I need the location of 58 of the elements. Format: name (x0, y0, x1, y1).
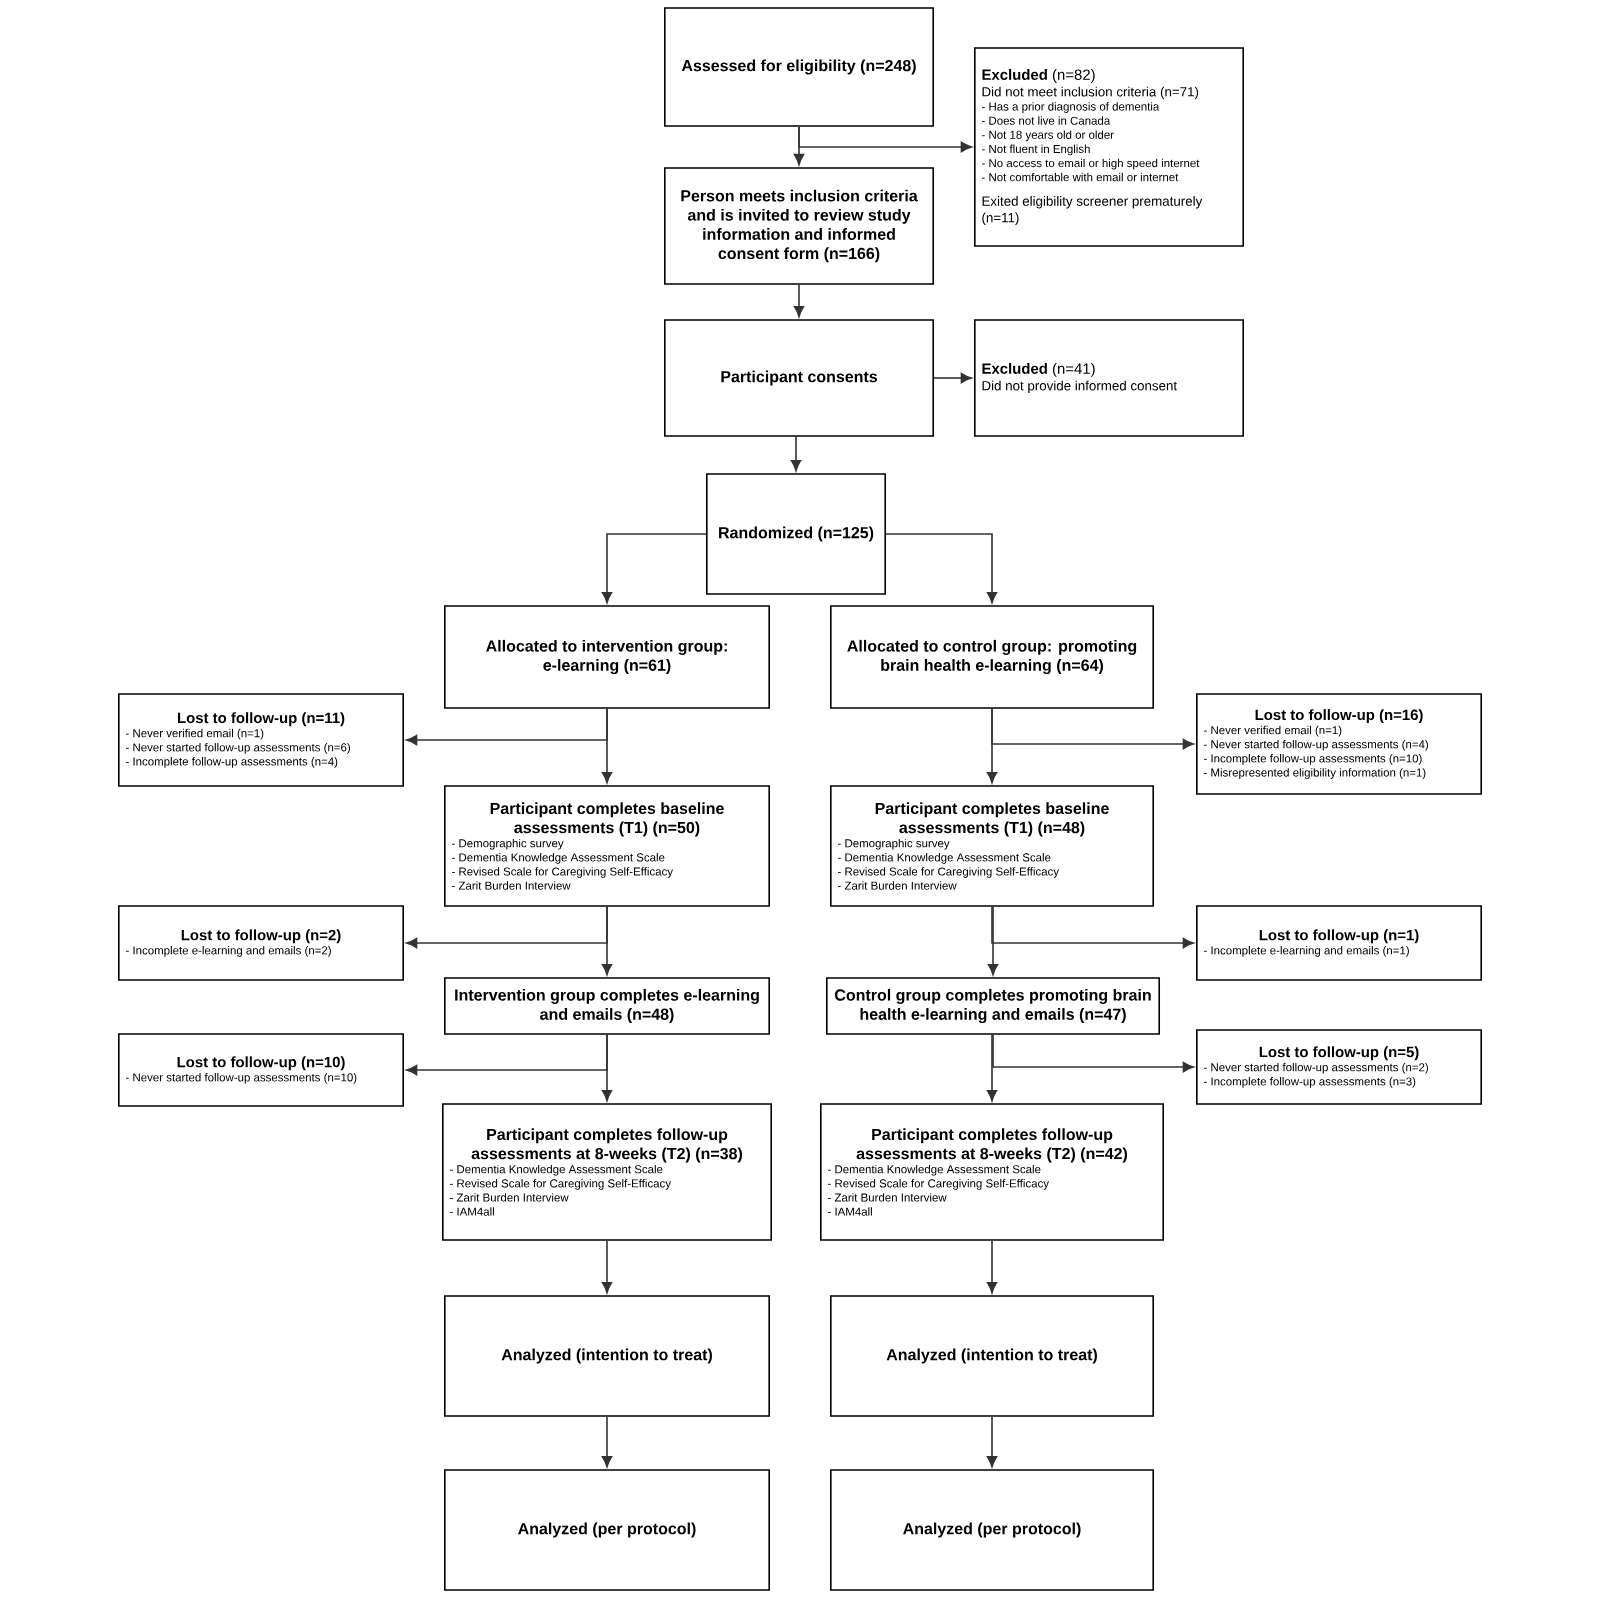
arrow (991, 906, 1195, 949)
flow-box (664, 167, 934, 285)
flow-box (830, 1469, 1154, 1591)
flow-box (830, 605, 1154, 709)
arrow (601, 533, 707, 604)
box-heading: Analyzed (per protocol) (518, 1522, 696, 1538)
arrow (933, 372, 973, 384)
flow-box (664, 319, 934, 437)
arrow (986, 1240, 998, 1294)
arrow (987, 906, 999, 976)
box-heading: Allocated to intervention group: e-learning (n=61) (486, 639, 727, 675)
flow-box (664, 7, 934, 127)
arrow (885, 533, 998, 604)
exclusion-box (118, 905, 404, 981)
box-heading: Analyzed (intention to treat) (886, 1348, 1097, 1364)
arrow (992, 1034, 1195, 1073)
arrow (601, 1240, 613, 1294)
box-heading: Analyzed (intention to treat) (501, 1348, 712, 1364)
exclusion-box (118, 693, 404, 787)
arrow (406, 906, 608, 949)
flow-box (830, 785, 1154, 907)
arrow (790, 436, 802, 472)
flow-box (442, 1103, 772, 1241)
arrow (601, 1416, 613, 1468)
flow-box (706, 473, 886, 595)
arrow (991, 708, 1195, 750)
exclusion-box (974, 319, 1244, 437)
box-heading: Participant completes baseline assessments (T1) (n=50) (490, 802, 724, 837)
box-heading: Participant completes follow-up assessments at 8-weeks (T2) (n=38) (471, 1128, 742, 1163)
arrow (406, 1034, 608, 1076)
flow-box (444, 785, 770, 907)
flow-box (444, 977, 770, 1035)
arrow (986, 1416, 998, 1468)
box-heading: Randomized (n=125) (719, 526, 874, 542)
flow-box (830, 1295, 1154, 1417)
exclusion-box (974, 47, 1244, 247)
flow-box (444, 605, 770, 709)
flow-box (444, 1469, 770, 1591)
box-heading: Allocated to control group: promoting brain health e-learning (n=64) (847, 639, 1137, 675)
arrow (793, 284, 805, 318)
exclusion-box (118, 1033, 404, 1107)
box-heading: Control group completes promoting brain health e-learning and emails (n=47) (835, 988, 1151, 1024)
exclusion-box (1196, 905, 1482, 981)
box-heading: Person meets inclusion criteria and is invited to review study information and informed consent form (n=166) (681, 189, 918, 263)
box-heading: Analyzed (per protocol) (903, 1522, 1081, 1538)
box-heading: Assessed for eligibility (n=248) (681, 59, 916, 75)
box-heading: Intervention group completes e-learning and emails (n=48) (455, 988, 759, 1024)
box-heading: Participant consents (721, 370, 877, 386)
arrow (798, 126, 973, 153)
flow-box (444, 1295, 770, 1417)
box-heading: Participant completes baseline assessments (T1) (n=48) (875, 802, 1109, 837)
arrow (986, 1034, 998, 1102)
flow-box (826, 977, 1160, 1035)
exclusion-box (1196, 1029, 1482, 1105)
flow-box (820, 1103, 1164, 1241)
exclusion-box (1196, 693, 1482, 795)
arrow (406, 708, 608, 746)
box-heading: Participant completes follow-up assessments at 8-weeks (T2) (n=42) (856, 1128, 1127, 1163)
